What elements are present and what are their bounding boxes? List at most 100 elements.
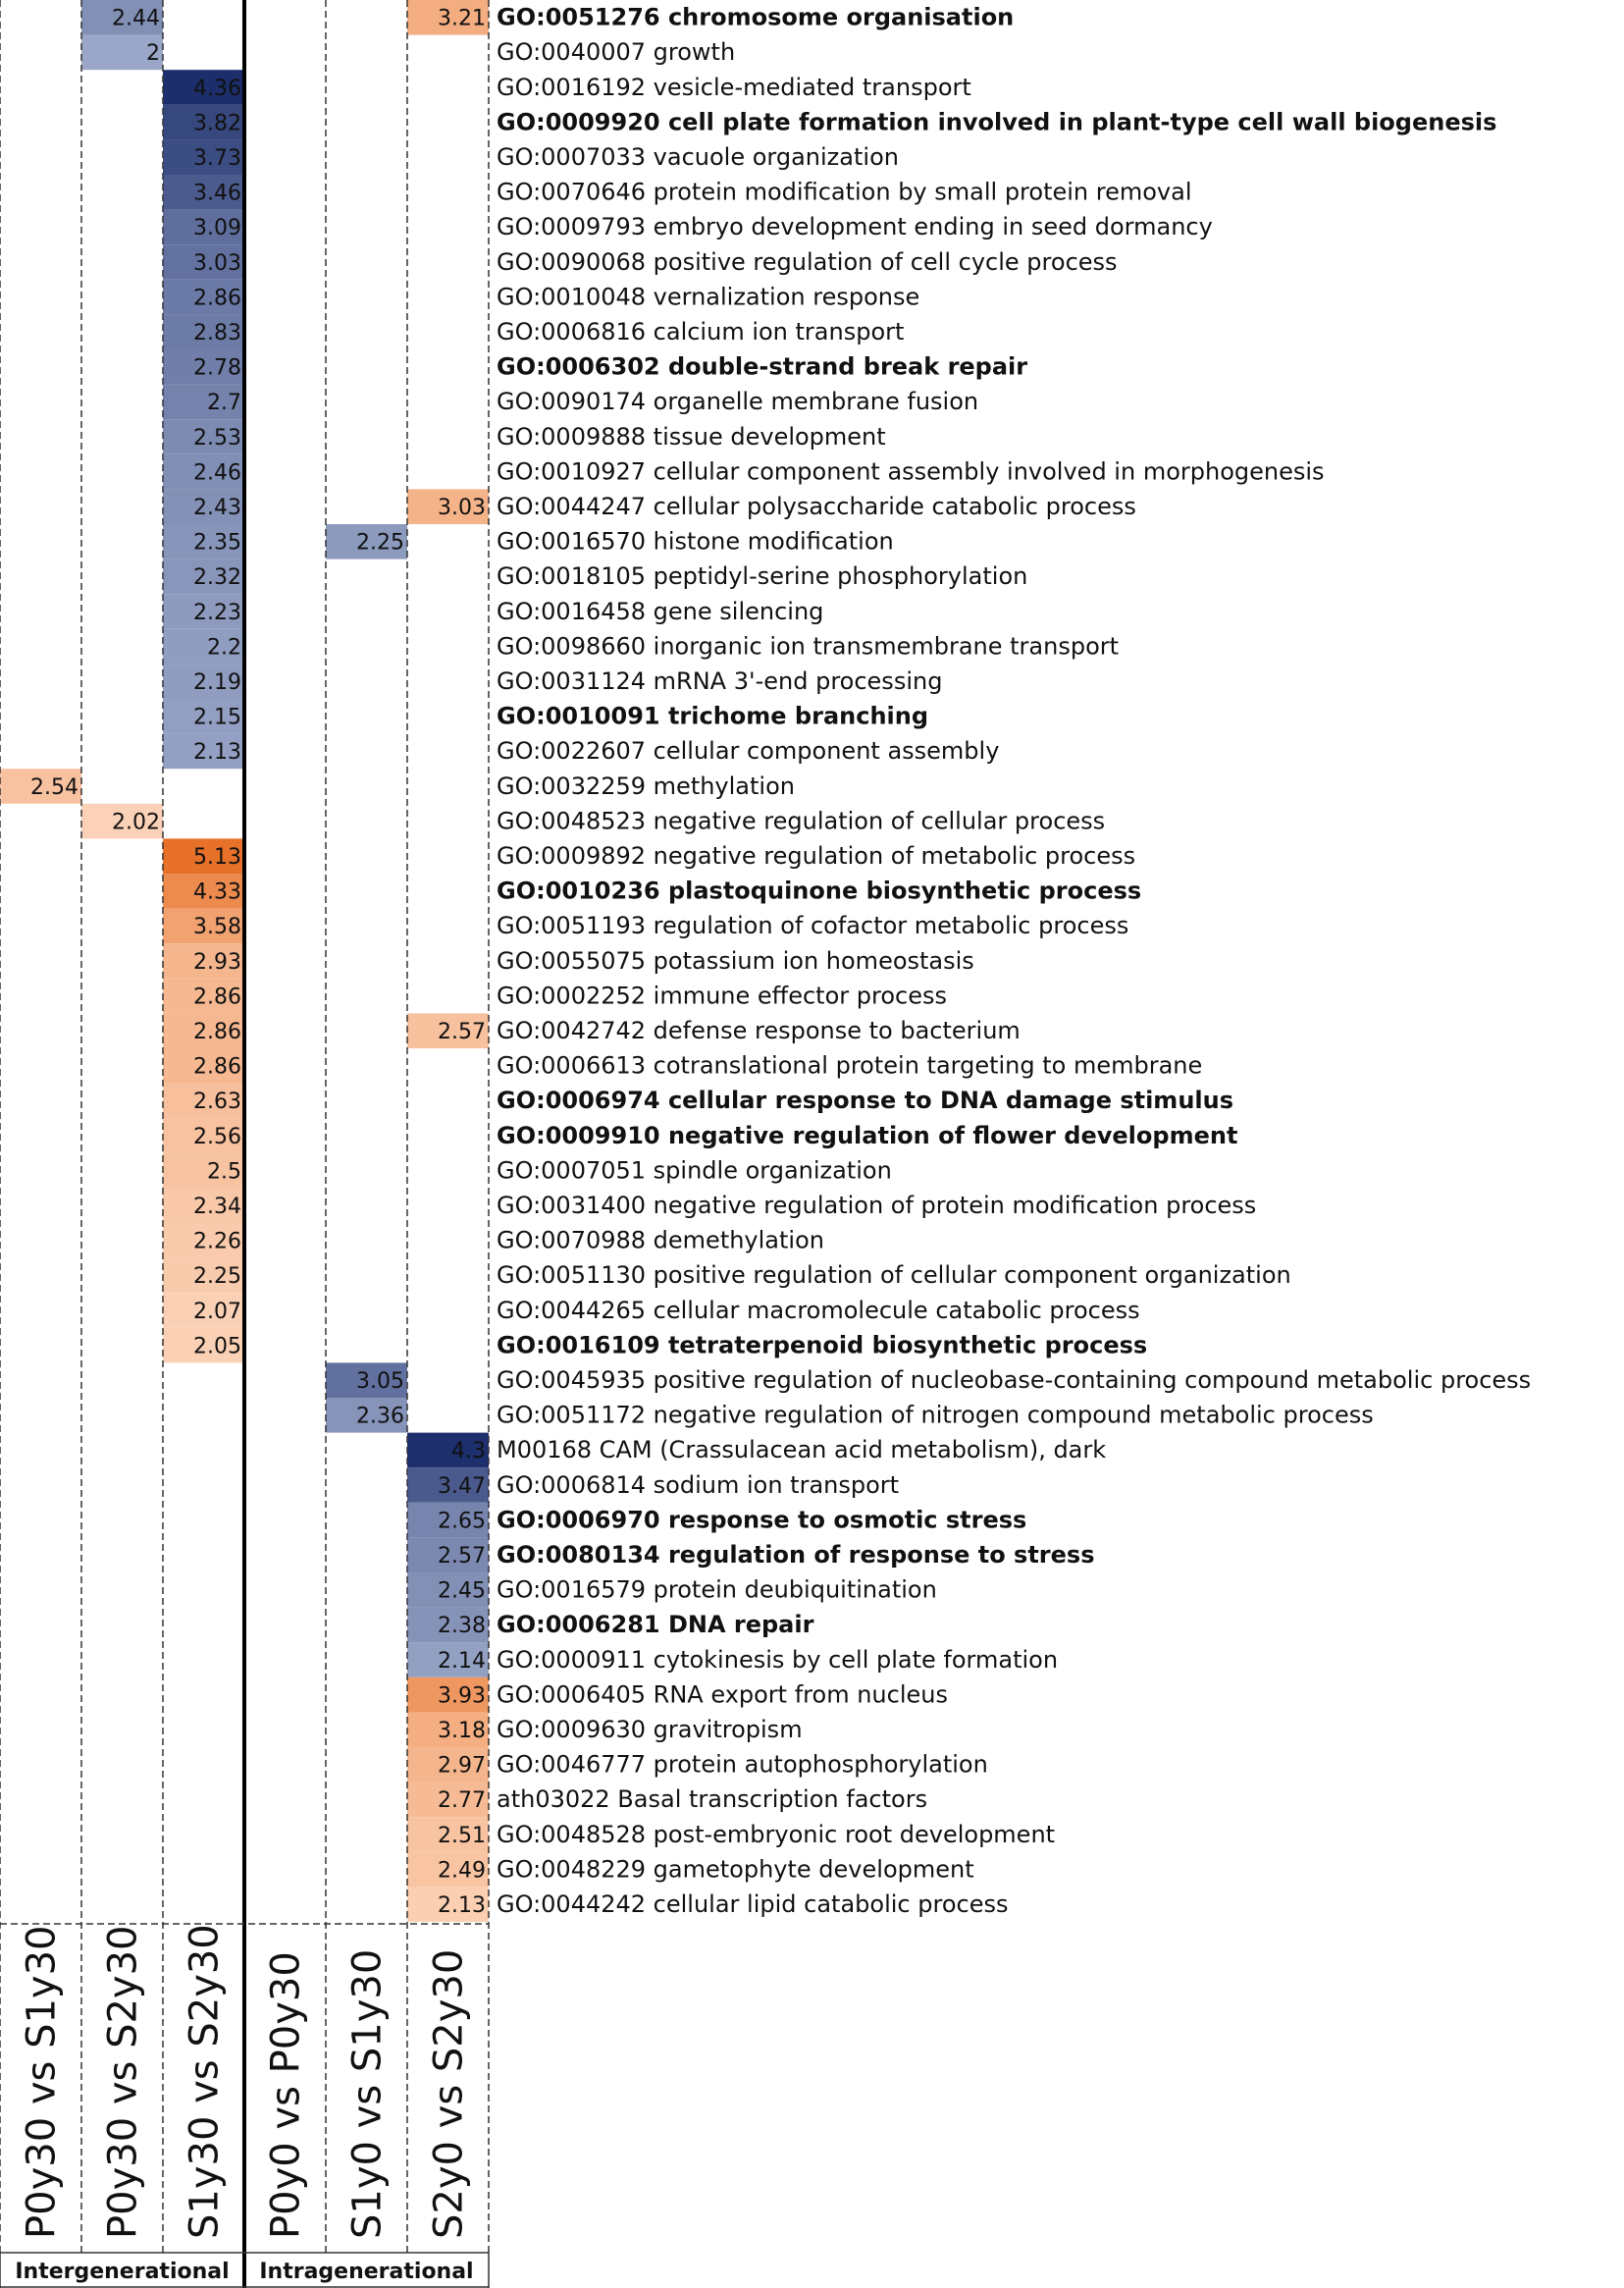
cell-value-label: 2.34 [193, 1195, 241, 1219]
go-term-label: GO:0051193 regulation of cofactor metabo… [497, 912, 1128, 939]
go-term-label: GO:0046777 protein autophosphorylation [497, 1751, 988, 1779]
go-term-label: GO:0006405 RNA export from nucleus [497, 1680, 948, 1708]
group-label: Intragenerational [259, 2260, 473, 2284]
heatmap-cell [407, 1467, 489, 1503]
cell-value-label: 2.77 [438, 1788, 486, 1813]
cell-value-label: 2.97 [438, 1754, 486, 1779]
cell-value-label: 3.58 [193, 915, 241, 939]
heatmap-cell [163, 384, 244, 420]
cell-value-label: 3.73 [193, 146, 241, 171]
cell-value-label: 2.5 [207, 1159, 241, 1184]
heatmap-cell [81, 803, 163, 839]
cell-value-label: 2.44 [112, 7, 160, 31]
go-term-label: GO:0009793 embryo development ending in … [497, 213, 1213, 240]
grid-lines [0, 0, 490, 2288]
heatmap-cell [407, 1712, 489, 1747]
cell-value-label: 2.32 [193, 565, 241, 590]
go-term-label: GO:0000911 cytokinesis by cell plate for… [497, 1646, 1058, 1674]
go-term-label: GO:0006302 double-strand break repair [497, 353, 1027, 381]
go-term-label: GO:0044247 cellular polysaccharide catab… [497, 493, 1136, 520]
heatmap-cell [163, 664, 244, 699]
go-term-label: GO:0006970 response to osmotic stress [497, 1506, 1026, 1533]
go-term-label: GO:0044242 cellular lipid catabolic proc… [497, 1890, 1008, 1918]
go-term-label: GO:0009630 gravitropism [497, 1716, 803, 1743]
go-term-label: GO:0006281 DNA repair [497, 1611, 814, 1638]
go-term-label: GO:0048528 post-embryonic root developme… [497, 1821, 1055, 1848]
heatmap-cell [163, 1188, 244, 1223]
heatmap-cell [407, 489, 489, 524]
go-term-label: GO:0007051 spindle organization [497, 1156, 892, 1184]
go-term-label: GO:0006816 calcium ion transport [497, 318, 904, 346]
heatmap-cell [407, 0, 489, 35]
heatmap-cell [407, 1432, 489, 1468]
heatmap-cell [407, 1676, 489, 1713]
heatmap-cell [163, 1048, 244, 1084]
column-label: S1y0 vs S1y30 [345, 1949, 391, 2239]
heatmap-cell [163, 524, 244, 559]
cell-value-label: 2.13 [438, 1893, 486, 1918]
go-term-label: GO:0048523 negative regulation of cellul… [497, 807, 1105, 834]
group-label: Intergenerational [15, 2260, 229, 2284]
go-term-label: GO:0016579 protein deubiquitination [497, 1576, 937, 1604]
cell-value-label: 2.46 [193, 460, 241, 485]
cell-value-label: 2.05 [193, 1334, 241, 1358]
heatmap-cell [163, 244, 244, 280]
cell-value-label: 2.13 [193, 740, 241, 765]
cell-value-label: 2.38 [438, 1614, 486, 1638]
go-term-label: GO:0016192 vesicle-mediated transport [497, 74, 971, 101]
heatmap-cell [163, 559, 244, 595]
cell-value-label: 3.82 [193, 111, 241, 135]
term-labels: GO:0051276 chromosome organisationGO:004… [497, 4, 1531, 1918]
go-term-label: GO:0070646 protein modification by small… [497, 179, 1192, 206]
cell-value-label: 2.78 [193, 356, 241, 381]
heatmap-cell [0, 769, 81, 804]
heatmap-cell [163, 70, 244, 105]
cell-value-label: 2.57 [438, 1020, 486, 1044]
go-term-label: GO:0009910 negative regulation of flower… [497, 1122, 1237, 1149]
heatmap-cell [163, 1257, 244, 1294]
heatmap-cell [326, 524, 407, 559]
go-term-label: GO:0045935 positive regulation of nucleo… [497, 1366, 1531, 1394]
heatmap-cell [163, 943, 244, 979]
cell-value-label: 2.49 [438, 1858, 486, 1883]
cell-value-label: 2 [146, 41, 160, 66]
heatmap-cell [163, 1083, 244, 1119]
cell-value-label: 3.05 [356, 1369, 404, 1394]
cell-value-label: 2.51 [438, 1824, 486, 1848]
heatmap-cell [163, 349, 244, 385]
cell-value-label: 2.14 [438, 1649, 486, 1674]
cell-value-label: 2.86 [193, 1020, 241, 1044]
cell-value-label: 2.56 [193, 1125, 241, 1149]
cell-value-label: 3.21 [438, 7, 486, 31]
go-term-label: GO:0009892 negative regulation of metabo… [497, 842, 1135, 870]
cell-value-label: 2.45 [438, 1579, 486, 1604]
cell-value-label: 5.13 [193, 845, 241, 870]
heatmap-cell [163, 1152, 244, 1189]
heatmap-cell [407, 1851, 489, 1888]
cell-value-label: 2.86 [193, 286, 241, 310]
heatmap-cell [163, 1118, 244, 1153]
cell-value-label: 3.18 [438, 1719, 486, 1743]
go-term-label: GO:0010927 cellular component assembly i… [497, 457, 1325, 485]
go-term-label: GO:0006974 cellular response to DNA dama… [497, 1087, 1233, 1114]
column-label: P0y30 vs S2y30 [101, 1926, 146, 2240]
cell-value-label: 4.3 [451, 1439, 486, 1463]
heatmap-cell [163, 874, 244, 909]
group-labels: Intergenerational Intragenerational [15, 2260, 473, 2284]
cell-value-label: 2.23 [193, 601, 241, 625]
heatmap-cell [163, 314, 244, 349]
heatmap-cell [163, 453, 244, 490]
cell-value-label: 2.15 [193, 706, 241, 730]
go-term-label: GO:0080134 regulation of response to str… [497, 1541, 1095, 1569]
heatmap-cell [326, 1398, 407, 1433]
cell-value-label: 2.19 [193, 670, 241, 695]
cell-value-label: 2.25 [356, 531, 404, 556]
cell-value-label: 2.93 [193, 950, 241, 975]
go-term-label: GO:0016458 gene silencing [497, 598, 823, 625]
go-term-label: GO:0002252 immune effector process [497, 982, 947, 1009]
go-term-label: GO:0006613 cotranslational protein targe… [497, 1052, 1202, 1080]
heatmap-cell [163, 175, 244, 210]
